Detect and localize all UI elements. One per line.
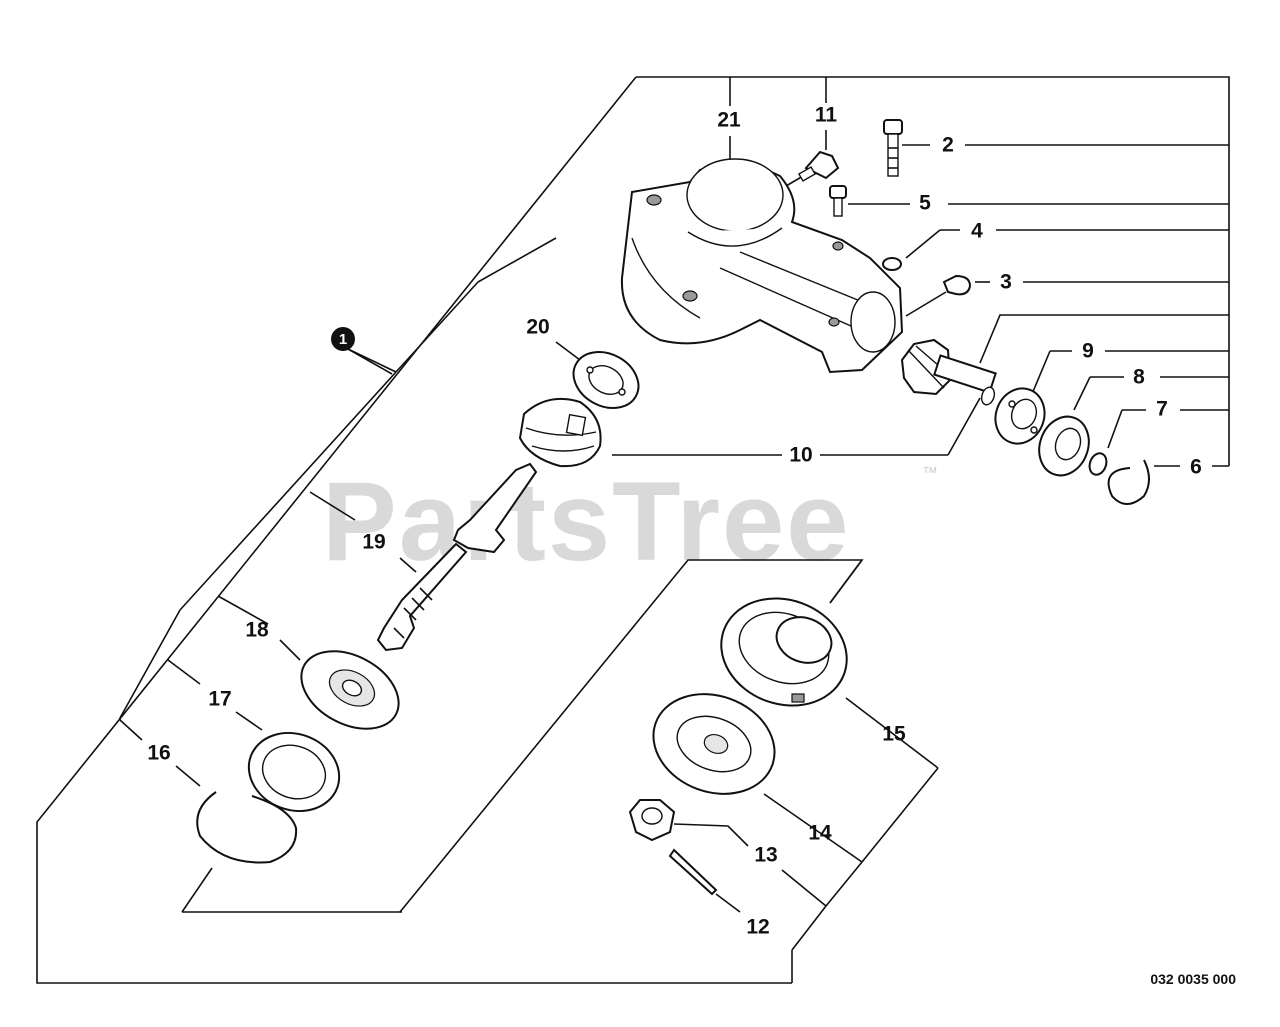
drive-group-boundary [673, 697, 939, 983]
watermark-trademark: ™ [922, 465, 938, 482]
callout-3: 3 [1000, 271, 1012, 294]
callout-8: 8 [1133, 366, 1145, 389]
callout-10: 10 [789, 444, 812, 467]
callout-15: 15 [882, 723, 906, 746]
callout-20: 20 [526, 316, 549, 339]
assembly-marker-label: 1 [339, 331, 347, 348]
callout-11: 11 [815, 104, 838, 127]
circlip-part-16 [196, 791, 298, 864]
callout-17: 17 [208, 688, 231, 711]
callout-labels: 2 3 4 5 6 7 8 9 10 11 12 13 14 15 16 17 … [147, 104, 1202, 939]
bearing-part-18 [300, 650, 400, 730]
callout-6: 6 [1190, 456, 1202, 479]
ring-part-7 [1088, 452, 1108, 476]
shaft-group-boundary [119, 237, 864, 913]
nut-part-13 [628, 799, 676, 842]
bearing-part-20 [572, 351, 640, 409]
callout-9: 9 [1082, 340, 1094, 363]
callout-21: 21 [717, 109, 741, 132]
gear-case-part-21 [620, 158, 904, 374]
circlip-part-6 [1107, 459, 1150, 505]
callout-13: 13 [754, 844, 777, 867]
pinion-gear-part-10 [900, 338, 997, 406]
callout-19: 19 [362, 531, 385, 554]
plate-part-3 [942, 274, 972, 296]
callout-5: 5 [919, 192, 931, 215]
watermark-text: PartsTree [322, 459, 851, 584]
callout-16: 16 [147, 742, 170, 765]
shaft-part-19 [376, 462, 538, 652]
screw-part-11 [797, 150, 840, 182]
holder-part-15 [720, 597, 848, 707]
assembly-marker: 1 [331, 327, 355, 351]
leader-lines [175, 130, 1180, 787]
bearing-part-9 [994, 387, 1046, 445]
callout-4: 4 [971, 220, 983, 243]
cotter-pin-part-12 [668, 848, 718, 896]
assembly-boundary [36, 76, 1230, 984]
document-number: 032 0035 000 [1150, 971, 1236, 987]
washer-part-4 [882, 257, 902, 271]
bearing-part-8 [1038, 415, 1090, 477]
ring-plate-part-17 [247, 731, 341, 813]
callout-7: 7 [1156, 398, 1168, 421]
callout-18: 18 [245, 619, 269, 642]
callout-14: 14 [808, 822, 832, 845]
screw-part-5 [829, 185, 847, 217]
dish-part-14 [652, 693, 776, 795]
bolt-part-2 [883, 119, 903, 177]
callout-2: 2 [942, 134, 954, 157]
callout-12: 12 [746, 916, 769, 939]
bevel-gear [518, 398, 602, 468]
